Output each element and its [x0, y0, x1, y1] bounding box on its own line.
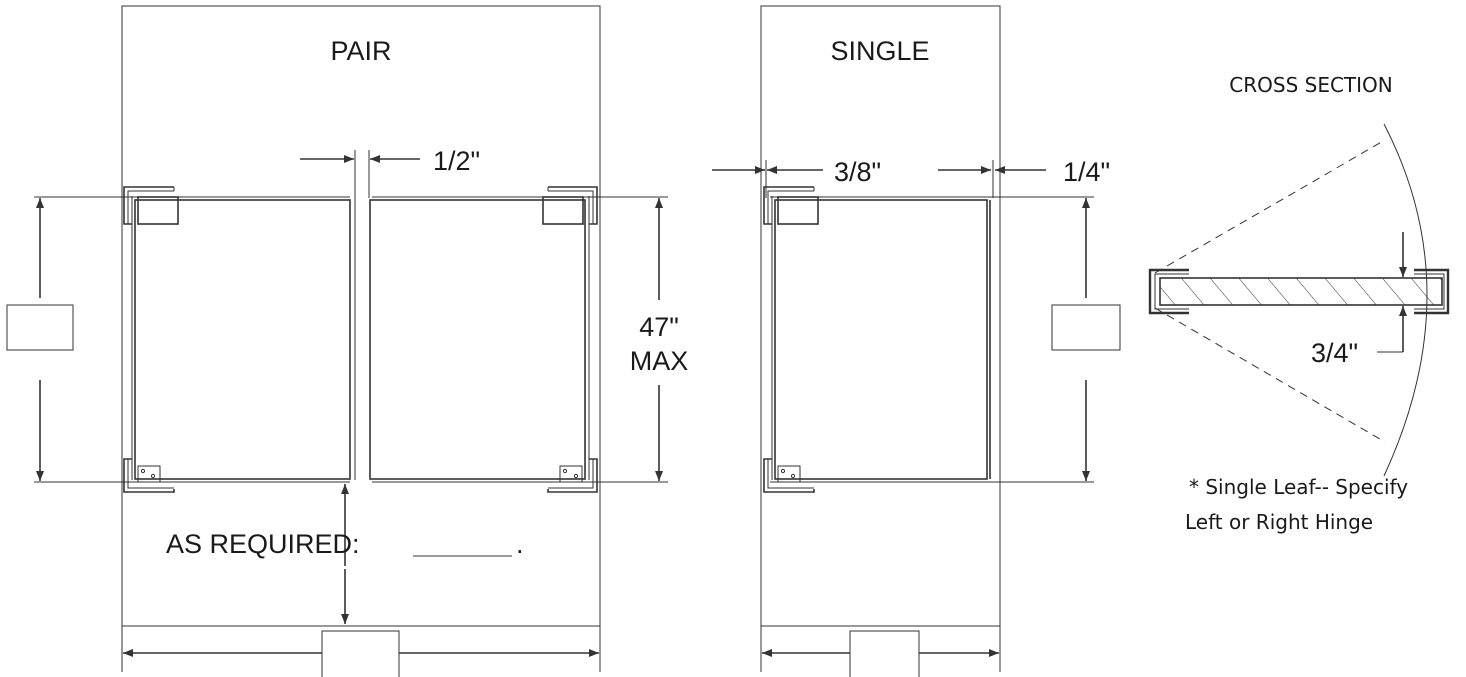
thickness-dimension	[1377, 232, 1420, 353]
pair-outer-frame	[121, 5, 601, 627]
note-line-2: Left or Right Hinge	[1185, 510, 1373, 534]
pair-left-height-blank	[6, 304, 74, 351]
pair-width-blank	[321, 630, 400, 677]
single-outer-frame	[760, 5, 1001, 627]
panel-section-hatch	[1159, 277, 1443, 306]
single-latch	[777, 196, 819, 225]
pair-gap-label: 1/2"	[433, 146, 480, 176]
single-view: SINGLE 3/8" 1/4"	[712, 5, 1121, 677]
pair-view: PAIR 1/2" 47" MAX	[6, 5, 689, 677]
single-width-dimension	[760, 626, 1001, 672]
cross-section-title: CROSS SECTION	[1229, 73, 1392, 97]
cross-section-view: CROSS SECTION 3/4" * Single Leaf-- Speci…	[1148, 73, 1450, 534]
panel-right-frame	[1414, 268, 1450, 315]
single-left-gap-label: 3/8"	[834, 157, 881, 187]
single-width-blank	[849, 630, 920, 677]
pair-right-leaf	[369, 186, 598, 493]
note-line-1: * Single Leaf-- Specify	[1189, 475, 1408, 499]
pair-left-leaf	[123, 186, 351, 493]
swing-line-bottom	[1154, 307, 1386, 443]
swing-line-top	[1154, 139, 1386, 274]
single-right-gap-label: 1/4"	[1063, 157, 1110, 187]
as-required-label: AS REQUIRED:	[166, 529, 360, 559]
thickness-label: 3/4"	[1311, 338, 1358, 368]
single-right-gap-dimension	[938, 160, 1046, 198]
single-leaf	[763, 186, 991, 493]
single-hinge	[777, 465, 801, 483]
single-height-blank	[1051, 304, 1121, 351]
pair-right-hinge	[559, 465, 583, 483]
height-value: 47"	[639, 312, 679, 342]
pair-width-dimension	[121, 626, 601, 672]
panel-left-frame	[1148, 268, 1189, 315]
as-required-end: .	[516, 529, 524, 559]
single-left-gap-dimension	[712, 160, 823, 198]
pair-right-latch	[542, 196, 584, 225]
single-title: SINGLE	[830, 36, 929, 66]
pair-left-hinge	[137, 465, 161, 483]
pair-left-latch	[137, 196, 179, 225]
pair-gap-dimension	[300, 150, 420, 480]
pair-title: PAIR	[330, 36, 391, 66]
height-max: MAX	[630, 346, 689, 376]
